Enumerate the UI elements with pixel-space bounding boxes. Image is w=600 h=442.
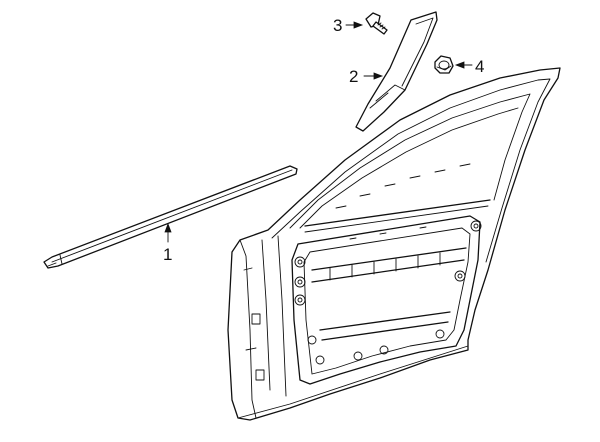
callout-3-label: 3 <box>333 16 342 35</box>
belt-molding-part <box>43 165 298 269</box>
callout-2-label: 2 <box>349 67 358 86</box>
nut-part <box>434 55 454 74</box>
callout-4-label: 4 <box>475 57 484 76</box>
applique-trim-part <box>355 11 438 132</box>
door-shell <box>227 67 561 421</box>
screw-part <box>365 12 388 35</box>
callout-1-label: 1 <box>163 245 172 264</box>
callout-leaders <box>164 21 473 243</box>
